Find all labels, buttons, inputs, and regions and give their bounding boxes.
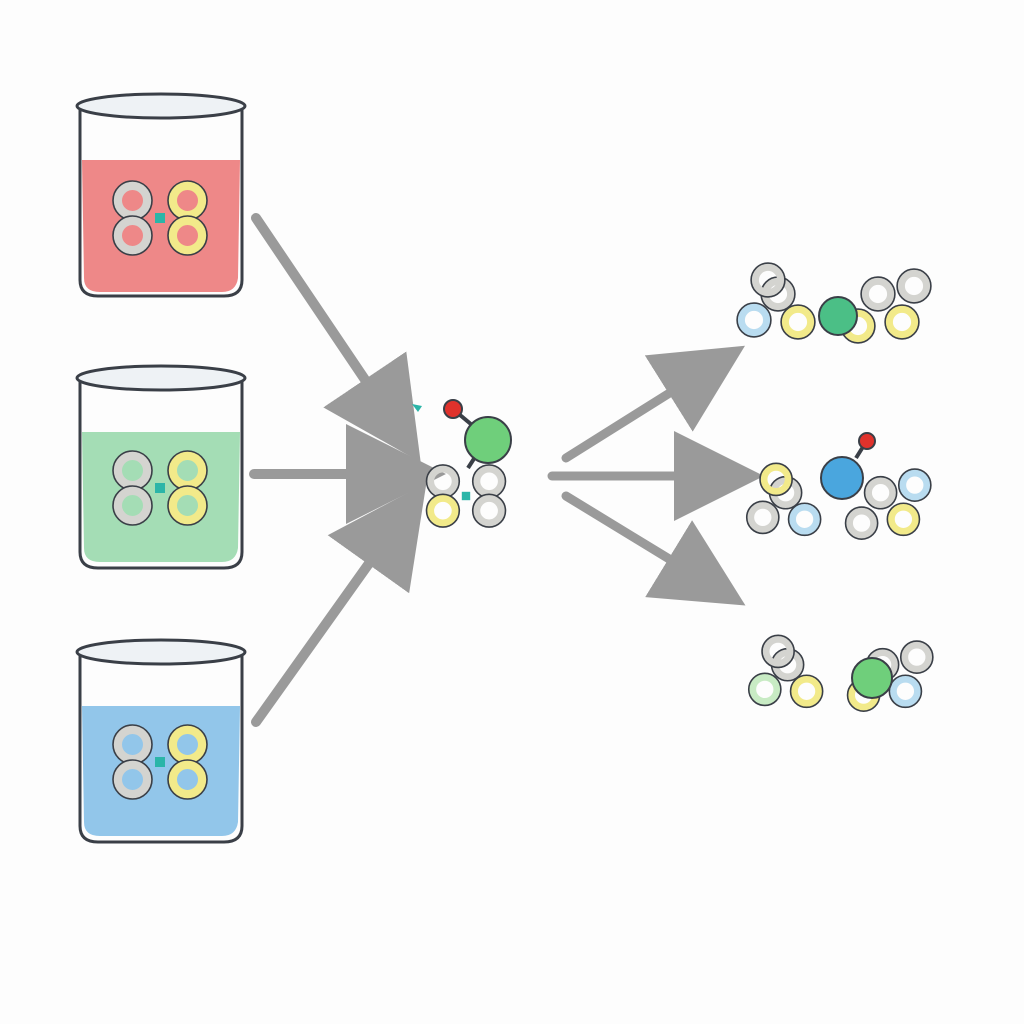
intermediate-rings-ring-3-outline [425, 493, 461, 528]
intermediate-substituent-atom [443, 399, 463, 419]
beaker-red [75, 92, 247, 298]
product-2-rings-right-ring-1 [864, 476, 897, 509]
product-2-rings-right-ring-2-outline [886, 502, 921, 537]
beaker-red-glass [78, 108, 244, 298]
product-2-rings-left-ring-3 [746, 501, 779, 534]
intermediate-rings-ring-1 [426, 464, 460, 498]
product-3-rings-left-ring-4-outline [761, 634, 795, 669]
beaker-green-rim [75, 364, 247, 392]
product-3-rings-left-ring-3 [748, 673, 781, 706]
product-2-center-atom [820, 456, 864, 500]
product-2-rings-right-ring-3 [845, 507, 878, 540]
product-1-rings-right-ring-4-outline [896, 268, 932, 304]
beaker-green-molecule-ring-4-outline [167, 485, 208, 526]
intermediate-rings-ring-3 [426, 494, 460, 528]
intermediate-fragment-icon [412, 404, 422, 412]
beaker-blue-liquid [82, 706, 240, 836]
beaker-green-liquid [82, 432, 240, 562]
product-3-center-atom [851, 657, 893, 699]
product-3-rings-left-ring-2-outline [789, 674, 824, 709]
product-2-rings-left-ring-4-outline [759, 462, 793, 497]
product-3-rings-left-ring-4 [762, 635, 795, 668]
product-1-rings-left-ring-3 [737, 303, 771, 337]
product-3-rings-left-ring-3-outline [747, 672, 782, 707]
beaker-green-glass [78, 380, 244, 570]
beaker-blue-molecule-ring-4-outline [167, 759, 208, 800]
product-2-rings [745, 462, 932, 540]
product-3 [747, 634, 934, 712]
product-2-rings-right-ring-4-outline [897, 468, 932, 502]
beaker-green-molecule-ring-3-outline [112, 485, 153, 526]
intermediate-rings-core [461, 491, 471, 501]
product-3-rings-right-ring-4-outline [899, 640, 934, 674]
product-1-rings-right-ring-1 [861, 277, 895, 311]
beaker-red-molecule-core [155, 213, 165, 223]
intermediate-rings-ring-4 [472, 494, 506, 528]
beaker-blue [75, 638, 247, 844]
beaker-blue-glass [78, 654, 244, 844]
product-1 [736, 262, 932, 344]
product-2-rings-left-ring-4 [760, 463, 793, 496]
beaker-blue-molecule-ring-3-outline [112, 759, 153, 800]
product-1-rings-left-ring-2-outline [780, 304, 816, 340]
intermediate-rings [425, 464, 507, 528]
product-2-rings-right-ring-3-outline [844, 506, 879, 540]
arrow-center-to-product-3 [561, 491, 746, 606]
beaker-red-molecule-ring-3 [113, 216, 152, 255]
intermediate-rings-ring-4-outline [471, 493, 507, 528]
product-1-rings-left-ring-2 [781, 305, 815, 339]
arrow-red-to-center [251, 213, 421, 463]
beaker-red-molecule-ring-4 [168, 216, 207, 255]
product-1-center-atom [818, 296, 858, 336]
beaker-red-molecule [112, 180, 208, 256]
beaker-blue-molecule-core [155, 757, 165, 767]
product-1-rings [736, 262, 932, 344]
input-arrows [249, 213, 446, 727]
arrow-blue-to-center [251, 482, 427, 727]
product-2-rings-right-ring-2 [887, 503, 920, 536]
product-2-rings-left-ring-3-outline [745, 500, 780, 535]
beaker-red-rim [75, 92, 247, 120]
product-1-rings-right-ring-2 [885, 305, 919, 339]
product-2-substituent-atom [858, 432, 876, 450]
beaker-red-liquid [82, 160, 240, 292]
product-3-rings-right-ring-2 [889, 675, 922, 708]
product-1-rings-right-ring-4 [897, 269, 931, 303]
product-3-rings-right-ring-4 [900, 641, 933, 674]
arrow-center-to-product-1 [561, 345, 745, 463]
beaker-green [75, 364, 247, 570]
beaker-red-molecule-ring-4-outline [167, 215, 208, 256]
product-2-rings-right-ring-1-outline [863, 475, 898, 510]
beaker-green-molecule [112, 450, 208, 526]
intermediate-molecule [412, 399, 512, 528]
intermediate-center-atom [464, 416, 512, 464]
output-arrows [547, 345, 764, 606]
product-1-rings-right-ring-1-outline [860, 276, 896, 312]
product-3-rings [747, 634, 934, 712]
product-2-rings-right-ring-4 [898, 469, 931, 502]
intermediate-rings-ring-2 [472, 464, 506, 498]
product-2-rings-left-ring-2 [788, 503, 821, 536]
beaker-blue-molecule [112, 724, 208, 800]
beaker-red-molecule-ring-3-outline [112, 215, 153, 256]
product-3-rings-left-ring-2 [790, 675, 823, 708]
product-1-rings-left-ring-3-outline [736, 302, 772, 338]
beaker-blue-molecule-ring-4 [168, 760, 207, 799]
product-1-rings-left-ring-4 [751, 263, 785, 297]
product-1-rings-right-ring-2-outline [884, 304, 920, 340]
beaker-blue-molecule-ring-3 [113, 760, 152, 799]
beaker-green-molecule-core [155, 483, 165, 493]
product-3-rings-right-ring-2-outline [888, 674, 923, 709]
product-1-rings-left-ring-4-outline [750, 262, 786, 298]
beaker-green-molecule-ring-4 [168, 486, 207, 525]
beaker-green-molecule-ring-3 [113, 486, 152, 525]
product-2 [745, 432, 932, 540]
product-2-rings-left-ring-2-outline [787, 502, 822, 537]
beaker-blue-rim [75, 638, 247, 666]
